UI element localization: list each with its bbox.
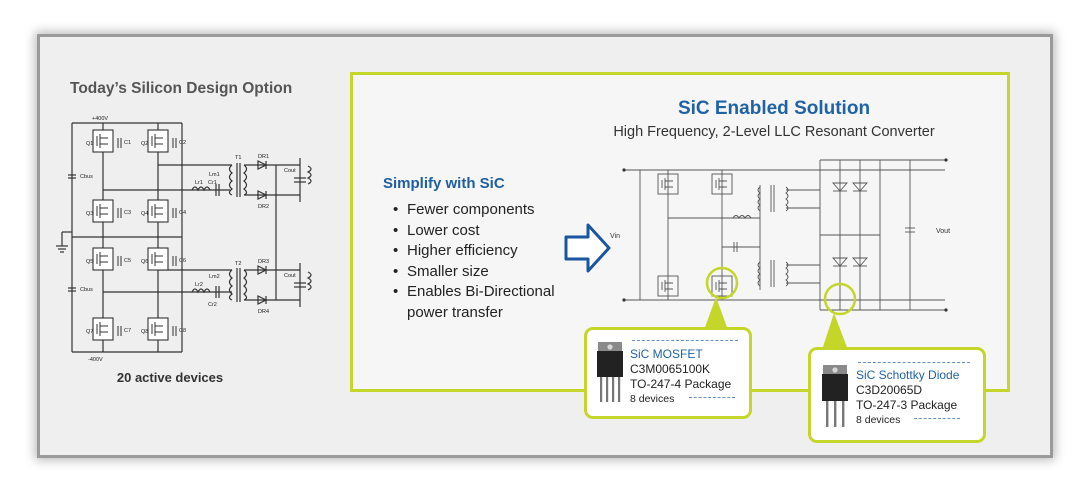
dashed-rule bbox=[858, 362, 970, 363]
dashed-rule bbox=[632, 340, 738, 341]
to247-3-package-icon bbox=[822, 365, 848, 427]
q5-label: Q5 bbox=[86, 259, 93, 265]
to247-4-package-icon bbox=[597, 342, 623, 402]
mosfet-callout-pointer bbox=[704, 297, 728, 330]
cbus-label-1: Cbus bbox=[80, 174, 93, 180]
c4-label: C4 bbox=[179, 210, 186, 216]
c2-label: C2 bbox=[179, 140, 186, 146]
lr2-label: Lr2 bbox=[195, 282, 203, 288]
cout-label-2: Cout bbox=[284, 273, 296, 279]
mosfet-package: TO-247-4 Package bbox=[630, 377, 732, 391]
mosfet-part: C3M0065100K bbox=[630, 362, 711, 376]
simplify-heading: Simplify with SiC bbox=[383, 175, 505, 192]
c1-label: C1 bbox=[124, 140, 131, 146]
c3-label: C3 bbox=[124, 210, 131, 216]
sic-solution-subtitle: High Frequency, 2-Level LLC Resonant Con… bbox=[613, 124, 935, 140]
silicon-option-title: Today’s Silicon Design Option bbox=[70, 80, 293, 97]
arrow-right-icon bbox=[564, 223, 611, 273]
c5-label: C5 bbox=[124, 258, 131, 264]
diode-part: C3D20065D bbox=[856, 383, 923, 397]
c8-label: C8 bbox=[179, 328, 186, 334]
cbus-label-2: Cbus bbox=[80, 287, 93, 293]
dr1-label: DR1 bbox=[258, 154, 269, 160]
dr4-label: DR4 bbox=[258, 309, 269, 315]
mosfet-name: SiC MOSFET bbox=[630, 347, 703, 361]
cout-label-1: Cout bbox=[284, 168, 296, 174]
active-devices-caption: 20 active devices bbox=[116, 370, 224, 385]
diode-callout-pointer bbox=[822, 313, 848, 350]
q2-label: Q2 bbox=[141, 141, 148, 147]
q7-label: Q7 bbox=[86, 329, 93, 335]
c6-label: C6 bbox=[179, 258, 186, 264]
dr3-label: DR3 bbox=[258, 259, 269, 265]
q4-label: Q4 bbox=[141, 211, 148, 217]
t1-label: T1 bbox=[235, 155, 241, 161]
q6-label: Q6 bbox=[141, 259, 148, 265]
diode-package: TO-247-3 Package bbox=[856, 398, 958, 412]
diode-highlight-circle bbox=[823, 282, 857, 316]
benefits-list: Fewer components Lower cost Higher effic… bbox=[393, 200, 555, 323]
benefit-item: Smaller size bbox=[393, 262, 555, 283]
benefit-item: Higher efficiency bbox=[393, 241, 555, 262]
benefit-item: Lower cost bbox=[393, 221, 555, 242]
t2-label: T2 bbox=[235, 261, 241, 267]
benefit-item: Fewer components bbox=[393, 200, 555, 221]
dashed-rule bbox=[914, 418, 960, 419]
dr2-label: DR2 bbox=[258, 204, 269, 210]
lm2-label: Lm2 bbox=[209, 274, 220, 280]
vout-label: Vout bbox=[936, 228, 950, 235]
lr1-label: Lr1 bbox=[195, 180, 203, 186]
mosfet-count: 8 devices bbox=[630, 393, 675, 405]
cr1-label: Cr1 bbox=[208, 180, 217, 186]
diode-text: SiC Schottky Diode C3D20065D TO-247-3 Pa… bbox=[856, 368, 959, 428]
q3-label: Q3 bbox=[86, 211, 93, 217]
minus-bus-label: -400V bbox=[88, 357, 103, 363]
q1-label: Q1 bbox=[86, 141, 93, 147]
cr2-label: Cr2 bbox=[208, 302, 217, 308]
vin-label: Vin bbox=[610, 233, 620, 240]
c7-label: C7 bbox=[124, 328, 131, 334]
diode-name: SiC Schottky Diode bbox=[856, 368, 960, 382]
plus-bus-label: +400V bbox=[92, 116, 108, 122]
sic-solution-title: SiC Enabled Solution bbox=[677, 98, 871, 119]
benefit-item-continuation: power transfer bbox=[407, 303, 503, 321]
mosfet-highlight-circle bbox=[705, 266, 739, 300]
dashed-rule bbox=[689, 397, 735, 398]
q8-label: Q8 bbox=[141, 329, 148, 335]
diode-count: 8 devices bbox=[856, 414, 901, 426]
benefit-item: Enables Bi-Directional bbox=[393, 282, 555, 303]
lm1-label: Lm1 bbox=[209, 172, 220, 178]
mosfet-text: SiC MOSFET C3M0065100K TO-247-4 Package … bbox=[630, 347, 731, 407]
